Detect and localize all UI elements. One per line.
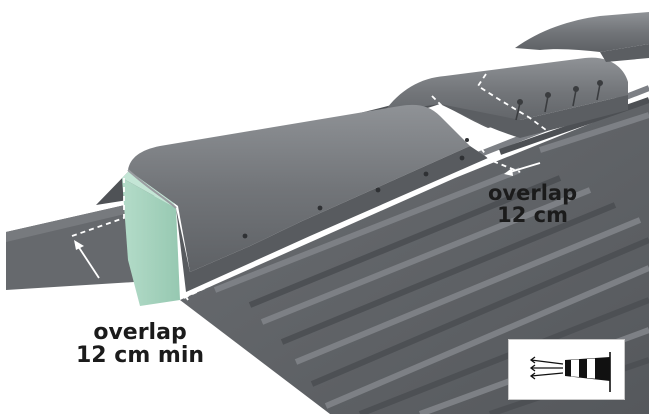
windsock-icon [529, 352, 611, 392]
ridge-cap-distant [515, 12, 649, 52]
ridge-overlap-line1: overlap [488, 181, 578, 205]
ridge-cap-upper [384, 57, 628, 128]
eave-overlap-line2: 12 cm min [76, 342, 205, 368]
ridge-cap-main [128, 104, 470, 272]
wind-direction-box [508, 339, 625, 400]
nails [515, 80, 603, 121]
eave-overlap-line1: overlap [93, 320, 187, 345]
overlap-arrows [74, 162, 541, 279]
rivets [242, 138, 469, 239]
overlap-guides [71, 73, 547, 301]
ridge-overlap-label: overlap 12 cm [488, 181, 578, 227]
filler-block [122, 178, 180, 306]
eave-overlap-label: overlap 12 cm min [76, 320, 205, 368]
ridge-overlap-line2: 12 cm [497, 202, 568, 227]
